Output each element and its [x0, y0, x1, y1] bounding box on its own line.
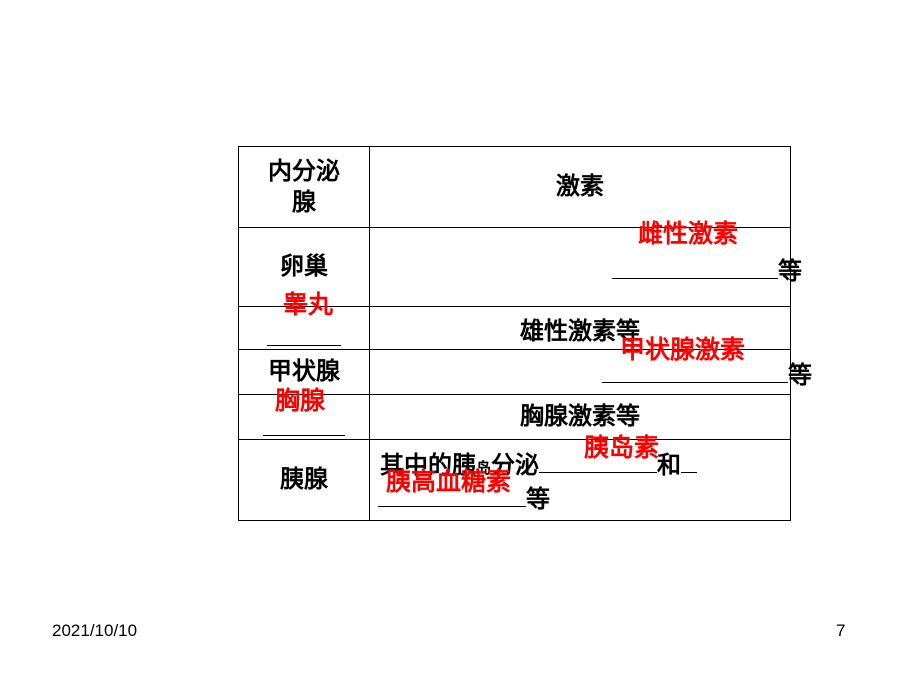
- gland-label: 胰腺: [280, 465, 328, 494]
- header-hormone-cell: 激素: [369, 146, 791, 228]
- table-row: 卵巢 雌性激素 等: [238, 219, 802, 307]
- answer-text: 睾丸: [283, 290, 334, 319]
- hormone-label: 胸腺激素等: [520, 402, 640, 431]
- hormone-label: 雄性激素等: [520, 317, 640, 346]
- table-row: 胰腺 其中的胰岛分泌 和 胰岛素 胰高血糖素 等: [238, 433, 791, 521]
- hormone-cell: 甲状腺激素 等: [369, 335, 812, 395]
- hormone-cell: 雄性激素等: [369, 306, 791, 350]
- page-number: 7: [836, 621, 846, 640]
- hormone-cell: 雌性激素 等: [369, 219, 802, 307]
- hormone-mid: 分泌: [491, 451, 540, 479]
- hormone-suffix: 等: [788, 361, 812, 389]
- hormone-cell: 其中的胰岛分泌 和 胰岛素 胰高血糖素 等: [369, 433, 791, 521]
- header-gland-label: 内分泌腺: [268, 156, 340, 216]
- fill-blank: [263, 413, 345, 436]
- footer-date: 2021/10/10: [52, 621, 138, 640]
- answer-text: 雌性激素: [638, 219, 739, 248]
- table-row: 胸腺 胸腺激素等: [238, 386, 791, 440]
- table-row: 甲状腺 甲状腺激素 等: [238, 335, 812, 395]
- fill-blank: [681, 450, 698, 473]
- answer-text: 甲状腺激素: [620, 335, 746, 364]
- endocrine-hormone-table: 内分泌腺 激素 卵巢 雌性激素 等 睾丸: [238, 146, 812, 521]
- gland-cell: 睾丸: [238, 290, 370, 350]
- answer-text: 胰高血糖素: [386, 467, 512, 496]
- table-header-row: 内分泌腺 激素: [238, 146, 791, 228]
- gland-label: 卵巢: [280, 252, 328, 281]
- hormone-suffix: 等: [778, 257, 802, 285]
- table-row: 睾丸 雄性激素等: [238, 290, 791, 350]
- gland-label: 甲状腺: [268, 357, 340, 386]
- gland-cell: 胰腺: [238, 439, 370, 521]
- gland-cell: 胸腺: [238, 386, 370, 440]
- conjunction: 和: [657, 451, 682, 479]
- hormone-cell: 胸腺激素等: [369, 394, 791, 440]
- header-gland-cell: 内分泌腺: [238, 146, 370, 228]
- hormone-suffix: 等: [526, 485, 550, 513]
- fill-blank: [378, 484, 526, 507]
- fill-blank: [539, 450, 658, 473]
- hormone-small-char: 岛: [476, 459, 492, 477]
- gland-cell: 甲状腺: [238, 349, 370, 395]
- hormone-prefix: 其中的胰: [380, 451, 476, 479]
- gland-cell: 卵巢: [238, 227, 370, 307]
- answer-text: 胰岛素: [584, 433, 660, 462]
- fill-blank: [612, 256, 778, 279]
- header-hormone-label: 激素: [556, 172, 604, 201]
- answer-text: 胸腺: [275, 386, 326, 415]
- fill-blank: [267, 323, 341, 346]
- fill-blank: [602, 360, 788, 383]
